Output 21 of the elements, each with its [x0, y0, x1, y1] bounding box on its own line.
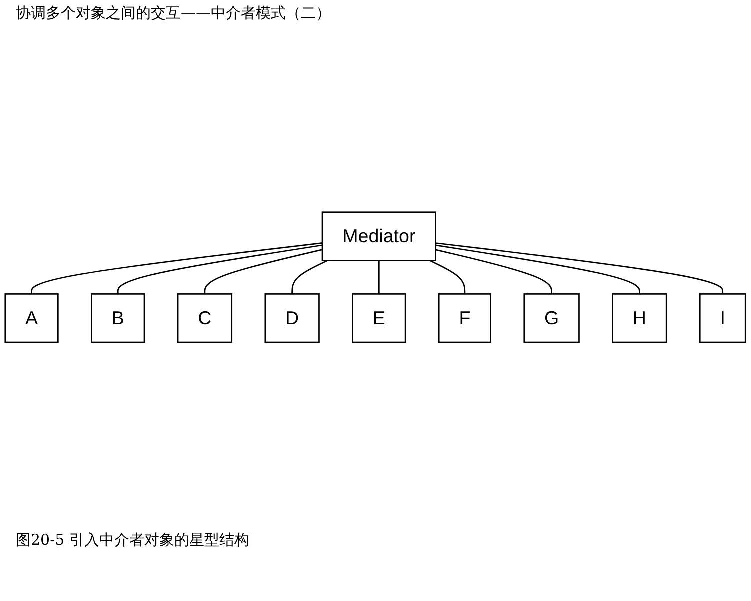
node-box: A — [4, 293, 59, 343]
node-box: F — [438, 293, 492, 343]
node-box: I — [699, 293, 746, 343]
connector — [436, 242, 724, 294]
connector — [436, 248, 552, 294]
connector — [31, 242, 323, 294]
connector — [292, 260, 328, 294]
connector — [378, 260, 380, 294]
connector — [117, 244, 323, 294]
figure-caption: 图20-5 引入中介者对象的星型结构 — [15, 530, 250, 551]
node-box: G — [524, 293, 580, 343]
node-box: E — [352, 293, 406, 343]
node-box: B — [91, 293, 146, 343]
node-box: H — [612, 293, 668, 343]
connector — [436, 244, 640, 294]
diagram-title: 协调多个对象之间的交互——中介者模式（二） — [15, 3, 332, 24]
node-box: D — [264, 293, 320, 343]
connector — [204, 248, 323, 294]
connector — [430, 260, 466, 294]
node-box: Mediator — [322, 211, 436, 261]
node-box: C — [177, 293, 233, 343]
